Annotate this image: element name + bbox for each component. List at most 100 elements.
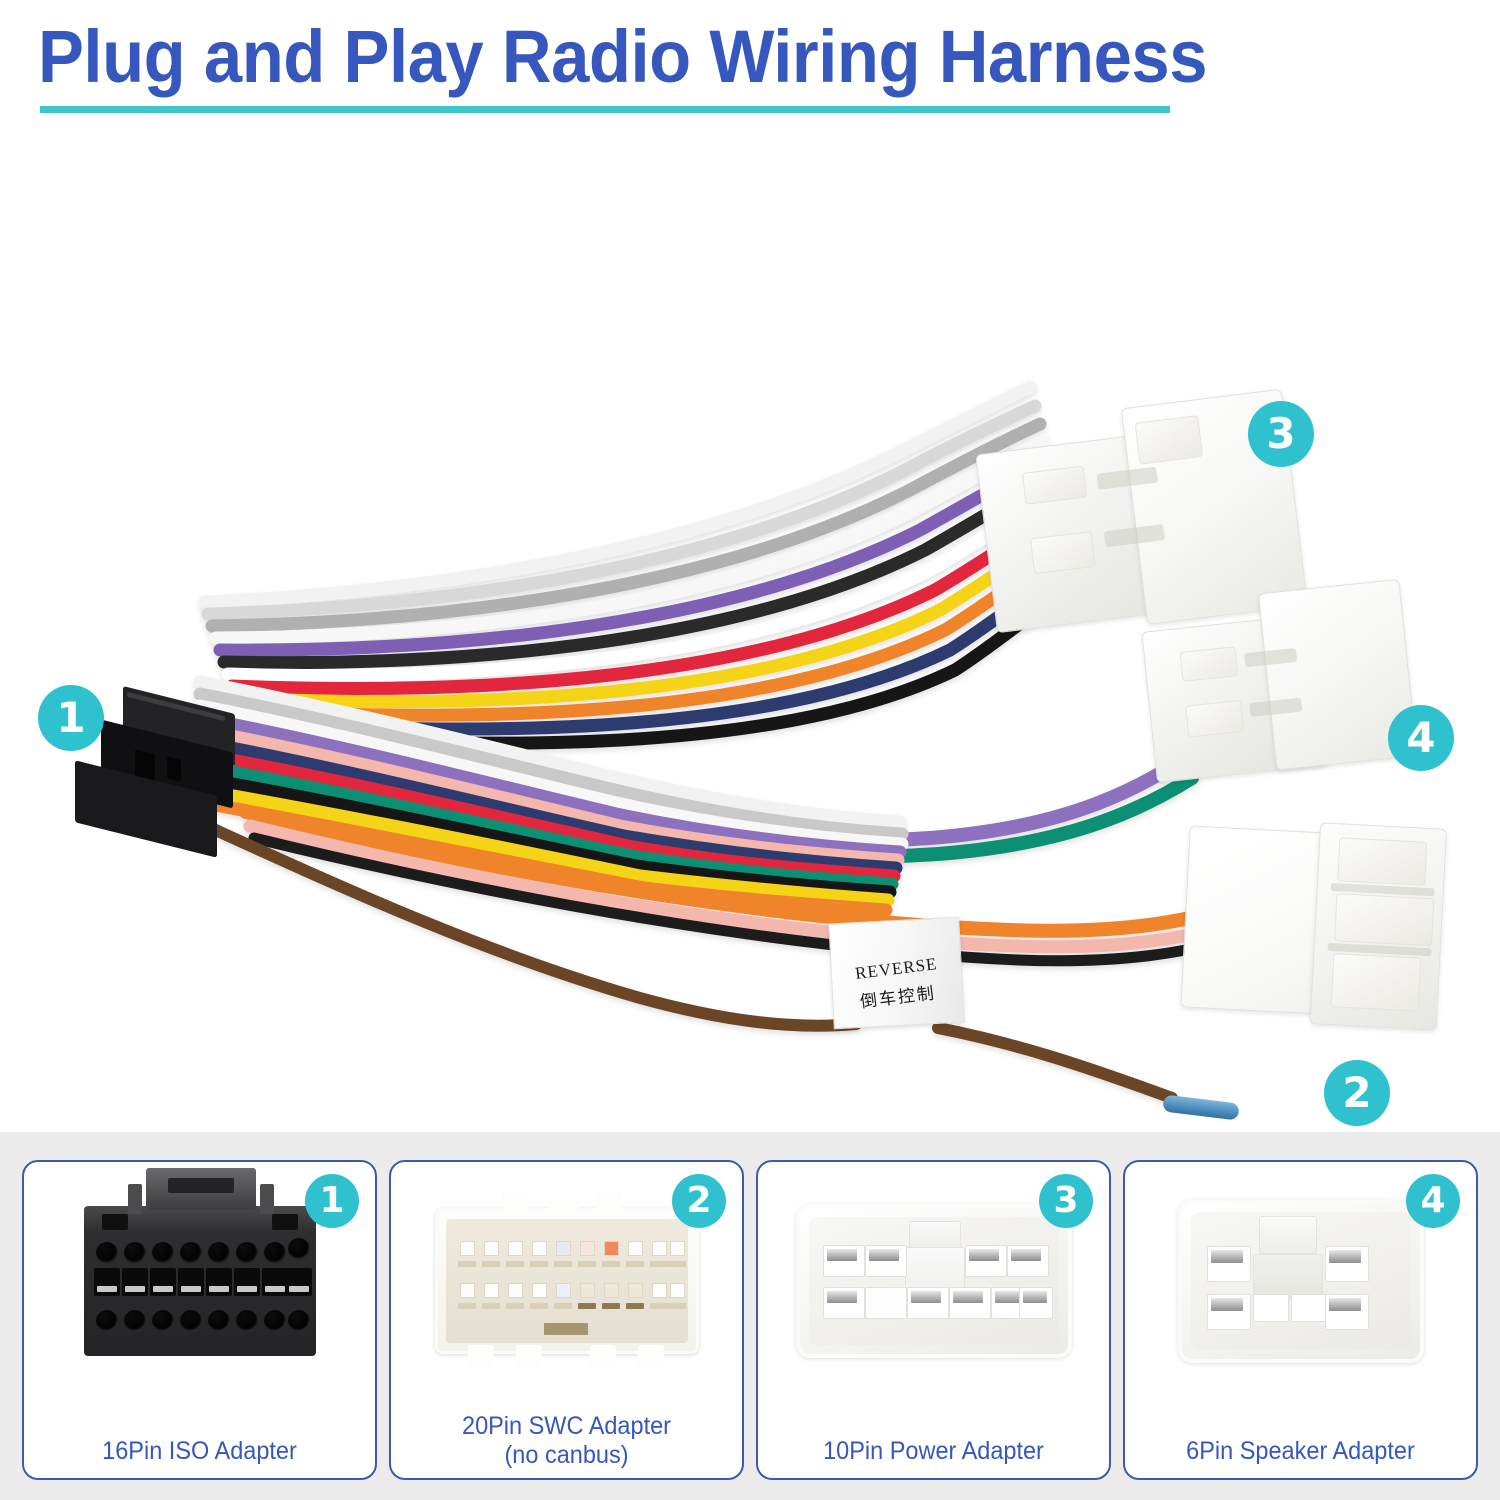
- card-photo-16pin-iso: [24, 1168, 375, 1390]
- callout-badge-4: 4: [1388, 705, 1454, 771]
- iso-toptab-left: [101, 1214, 128, 1230]
- swc-pin-bar: [667, 1261, 686, 1267]
- speaker-pin-field: [1190, 1212, 1411, 1350]
- iso-pin-hole: [95, 1310, 118, 1332]
- adapter-card-20pin-swc[interactable]: 2: [389, 1160, 744, 1480]
- swc-pin-bar: [625, 1303, 644, 1309]
- speaker-terminal: [1328, 1250, 1361, 1263]
- card-label-16pin-iso: 16Pin ISO Adapter: [102, 1437, 297, 1465]
- adapter-card-6pin-speaker[interactable]: 4: [1123, 1160, 1478, 1480]
- iso-terminal-slot: [233, 1268, 260, 1296]
- card-badge-1: 1: [305, 1174, 359, 1228]
- iso-terminal-slot: [177, 1268, 204, 1296]
- swc-pin: [555, 1241, 571, 1256]
- swc-pin-bar: [577, 1261, 596, 1267]
- speaker-terminal: [1328, 1298, 1361, 1311]
- product-photo: REVERSE 倒车控制 1 2 3 4: [0, 122, 1500, 1132]
- power-terminal: [1010, 1249, 1041, 1261]
- iso-pin-hole: [151, 1242, 174, 1264]
- swc-pin: [627, 1283, 643, 1298]
- title-block: Plug and Play Radio Wiring Harness: [0, 0, 1500, 122]
- swc-pin: [603, 1241, 619, 1256]
- page-title: Plug and Play Radio Wiring Harness: [38, 15, 1208, 98]
- connector-20pin-swc: [1180, 815, 1448, 1031]
- connector-2-tab-bottom: [1330, 953, 1422, 1012]
- speaker-terminal: [1210, 1298, 1243, 1311]
- swc-pin: [459, 1283, 475, 1298]
- iso-handle: [145, 1168, 256, 1210]
- iso-pin-hole: [235, 1242, 258, 1264]
- card-photo-6pin-speaker: [1125, 1172, 1476, 1390]
- swc-pin: [651, 1241, 667, 1256]
- swc-pin-bar: [553, 1261, 572, 1267]
- thumb-10pin: [795, 1204, 1072, 1358]
- iso-terminal-slot: [205, 1268, 232, 1296]
- connector-2-tab-top: [1337, 837, 1428, 886]
- swc-pin-bar: [529, 1303, 548, 1309]
- swc-foot: [589, 1345, 616, 1367]
- iso-terminal-slot-side: [285, 1268, 312, 1296]
- swc-pin: [483, 1241, 499, 1256]
- iso-pin-hole: [95, 1242, 118, 1264]
- card-label-20pin-line1: 20Pin SWC Adapter: [461, 1412, 672, 1440]
- iso-pin-hole: [151, 1310, 174, 1332]
- iso-connector-face: [83, 1168, 316, 1356]
- power-center-key: [908, 1221, 961, 1249]
- callout-badge-1: 1: [38, 685, 104, 751]
- swc-foot: [515, 1345, 542, 1367]
- speaker-connector-face: [1177, 1199, 1424, 1363]
- iso-pin-hole: [207, 1310, 230, 1332]
- wire-bundle-illustration: [192, 380, 1244, 1104]
- swc-keytab-right: [595, 1191, 622, 1215]
- adapter-card-16pin-iso[interactable]: 1: [22, 1160, 377, 1480]
- iso-pin-hole: [123, 1310, 146, 1332]
- iso-pin-hole-side: [287, 1238, 310, 1260]
- iso-terminal-slot: [93, 1268, 120, 1296]
- iso-terminal-slot: [261, 1268, 288, 1296]
- swc-pin-field: [445, 1219, 688, 1343]
- swc-pin: [579, 1283, 595, 1298]
- power-terminal: [952, 1291, 983, 1303]
- swc-connector-face: [434, 1191, 699, 1367]
- swc-pin: [507, 1283, 523, 1298]
- card-photo-10pin-power: [758, 1172, 1109, 1390]
- reverse-wire-tag: REVERSE 倒车控制: [828, 916, 965, 1030]
- swc-pin: [507, 1241, 523, 1256]
- power-connector-face: [795, 1204, 1072, 1358]
- swc-pin-bar: [577, 1303, 596, 1309]
- callout-badge-3: 3: [1248, 401, 1314, 467]
- iso-toptab-right: [271, 1214, 298, 1230]
- adapter-cards-panel: 1: [0, 1132, 1500, 1500]
- power-terminal: [968, 1249, 999, 1261]
- iso-terminal-slot: [149, 1268, 176, 1296]
- connector-2-tab-mid: [1334, 893, 1435, 947]
- thumb-16pin: [83, 1168, 316, 1356]
- iso-pin-hole-side: [287, 1310, 310, 1332]
- connector-4-tab-a: [1179, 646, 1239, 682]
- iso-pin-hole: [207, 1242, 230, 1264]
- card-photo-20pin-swc: [391, 1172, 742, 1390]
- swc-pin-bar: [529, 1261, 548, 1267]
- connector-6pin-speaker: [1139, 578, 1418, 800]
- swc-pin-bar: [481, 1261, 500, 1267]
- swc-pin-bar: [649, 1261, 668, 1267]
- adapter-card-10pin-power[interactable]: 3: [756, 1160, 1111, 1480]
- iso-pin-hole: [263, 1310, 286, 1332]
- power-cell-empty: [864, 1287, 907, 1319]
- swc-keytab-center: [547, 1201, 578, 1215]
- swc-pin-bar: [505, 1303, 524, 1309]
- card-label-6pin-speaker: 6Pin Speaker Adapter: [1186, 1437, 1415, 1465]
- iso-pin-hole: [123, 1242, 146, 1264]
- swc-pin-bar: [457, 1261, 476, 1267]
- power-terminal: [994, 1291, 1025, 1303]
- speaker-terminal: [1210, 1250, 1243, 1263]
- swc-pin: [531, 1283, 547, 1298]
- swc-pin-bar: [505, 1261, 524, 1267]
- swc-foot: [467, 1345, 494, 1367]
- swc-pin: [603, 1283, 619, 1298]
- card-label-20pin-swc: 20Pin SWC Adapter (no canbus): [407, 1412, 726, 1470]
- connector-4-tab-b: [1185, 699, 1245, 738]
- swc-pin-bar: [649, 1303, 668, 1309]
- swc-keytab-left: [501, 1191, 528, 1215]
- card-badge-3: 3: [1039, 1174, 1093, 1228]
